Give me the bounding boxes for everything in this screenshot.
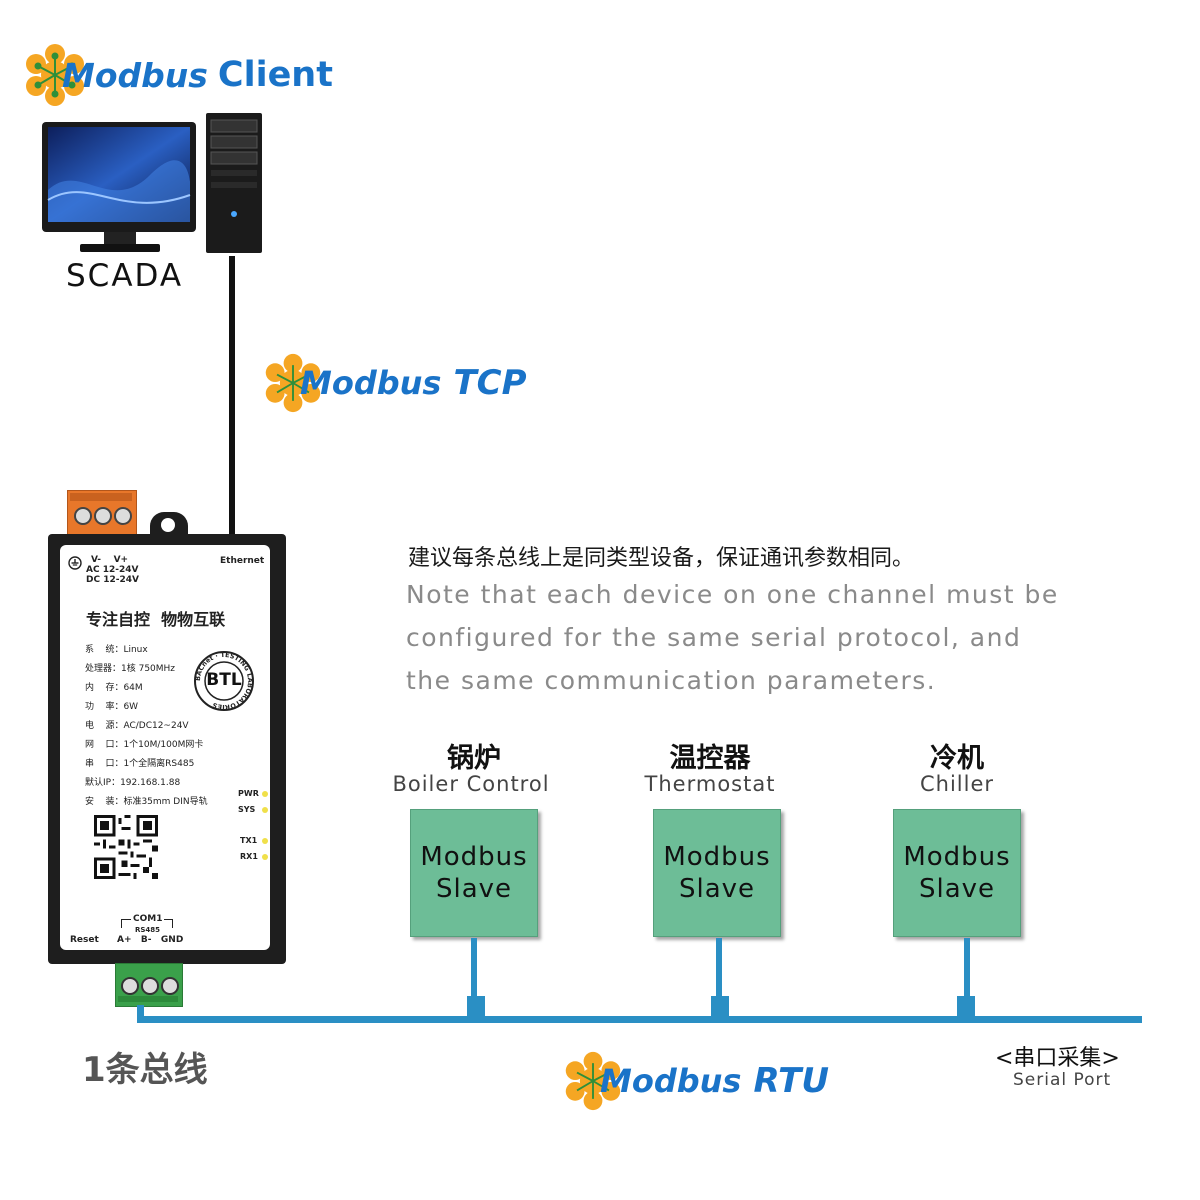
modbus-flower-icon — [26, 44, 84, 106]
ethernet-cable — [229, 256, 235, 536]
rs485-bus — [137, 938, 1142, 1023]
modbus-wordmark: Modbus — [62, 55, 208, 95]
note-english-line1: Note that each device on one channel mus… — [406, 580, 1059, 609]
serial-port-cn-label: <串口采集> — [995, 1046, 1120, 1071]
slave-line2: Slave — [678, 874, 756, 904]
slave-line2: Slave — [918, 874, 996, 904]
power-terminal-block — [67, 490, 137, 536]
serial-port-en-label: Serial Port — [1013, 1070, 1112, 1090]
modbus-rtu-logo: Modbus RTU — [562, 1050, 829, 1112]
note-english-line2: configured for the same serial protocol,… — [406, 623, 1022, 652]
ground-icon — [68, 556, 82, 570]
note-english-line3: the same communication parameters. — [406, 666, 937, 695]
gateway-label-panel — [60, 545, 270, 950]
com1-label: COM1 — [131, 914, 165, 924]
slave-line1: Modbus — [420, 842, 528, 872]
client-wordmark: Client — [217, 55, 333, 95]
slave-line1: Modbus — [663, 842, 771, 872]
dc-voltage-label: DC 12-24V — [86, 575, 139, 585]
spec-line: 安 装：标准35mm DIN导轨 — [85, 797, 208, 807]
slave-line2: Slave — [435, 874, 513, 904]
spec-line: 网 口：1个10M/100M网卡 — [85, 740, 204, 750]
device-subtitle-thermostat: Thermostat — [644, 772, 776, 796]
led-label-rx1: RX1 — [240, 852, 258, 861]
device-subtitle-boiler: Boiler Control — [392, 772, 550, 796]
tx1-led — [262, 838, 268, 844]
ac-voltage-label: AC 12-24V — [86, 565, 139, 575]
spec-line: 电 源：AC/DC12~24V — [85, 721, 189, 731]
qr-code — [94, 815, 158, 879]
modbus-flower-icon — [565, 1051, 621, 1111]
device-subtitle-chiller: Chiller — [919, 772, 995, 796]
modbus-slave-boiler: Modbus Slave — [410, 809, 538, 937]
rtu-wordmark: RTU — [753, 1061, 829, 1101]
sys-led — [262, 807, 268, 813]
spec-line: 串 口：1个全隔离RS485 — [85, 759, 195, 769]
rs485-terminal-block — [115, 963, 183, 1007]
reset-label: Reset — [70, 935, 99, 945]
modbus-flower-icon — [265, 353, 321, 413]
spec-line: 内 存：64M — [85, 683, 143, 693]
scada-label: SCADA — [66, 258, 184, 294]
note-chinese: 建议每条总线上是同类型设备，保证通讯参数相同。 — [408, 546, 915, 571]
ethernet-port-label: Ethernet — [220, 556, 265, 566]
spec-line: 功 率：6W — [85, 702, 139, 712]
gateway-slogan: 专注自控 物物互联 — [86, 610, 226, 629]
slave-line1: Modbus — [903, 842, 1011, 872]
spec-line: 处理器：1核 750MHz — [85, 664, 176, 674]
rs485-pin-labels: A+ B- GND — [117, 935, 184, 945]
modbus-slave-chiller: Modbus Slave — [893, 809, 1021, 937]
modbus-wordmark: Modbus — [300, 364, 442, 402]
led-label-tx1: TX1 — [240, 836, 258, 845]
spec-line: 默认IP：192.168.1.88 — [85, 778, 181, 788]
modbus-tcp-logo: Modbus TCP — [262, 352, 527, 414]
btl-certification-badge: BACnet · TESTING LABORATORIES BTL — [193, 650, 255, 712]
device-title-chiller: 冷机 — [930, 743, 984, 774]
device-title-thermostat: 温控器 — [669, 743, 751, 774]
rs485-label: RS485 — [135, 926, 161, 934]
device-title-boiler: 锅炉 — [447, 743, 501, 774]
led-label-pwr: PWR — [238, 789, 259, 798]
modbus-client-logo: Modbus Client — [22, 42, 333, 108]
btl-badge-text: BTL — [206, 670, 242, 690]
bus-count-label: 1条总线 — [82, 1050, 208, 1090]
modbus-wordmark: Modbus — [600, 1062, 742, 1100]
modbus-slave-thermostat: Modbus Slave — [653, 809, 781, 937]
tcp-wordmark: TCP — [453, 363, 527, 403]
btl-badge-ring: BACnet · TESTING LABORATORIES — [194, 651, 254, 711]
computer-tower-icon — [206, 113, 262, 253]
spec-line: 系 统：Linux — [85, 645, 148, 655]
rx1-led — [262, 854, 268, 860]
monitor-icon — [42, 122, 196, 252]
power-pin-labels: V- V+ — [91, 555, 129, 565]
led-label-sys: SYS — [238, 805, 256, 814]
pwr-led — [262, 791, 268, 797]
